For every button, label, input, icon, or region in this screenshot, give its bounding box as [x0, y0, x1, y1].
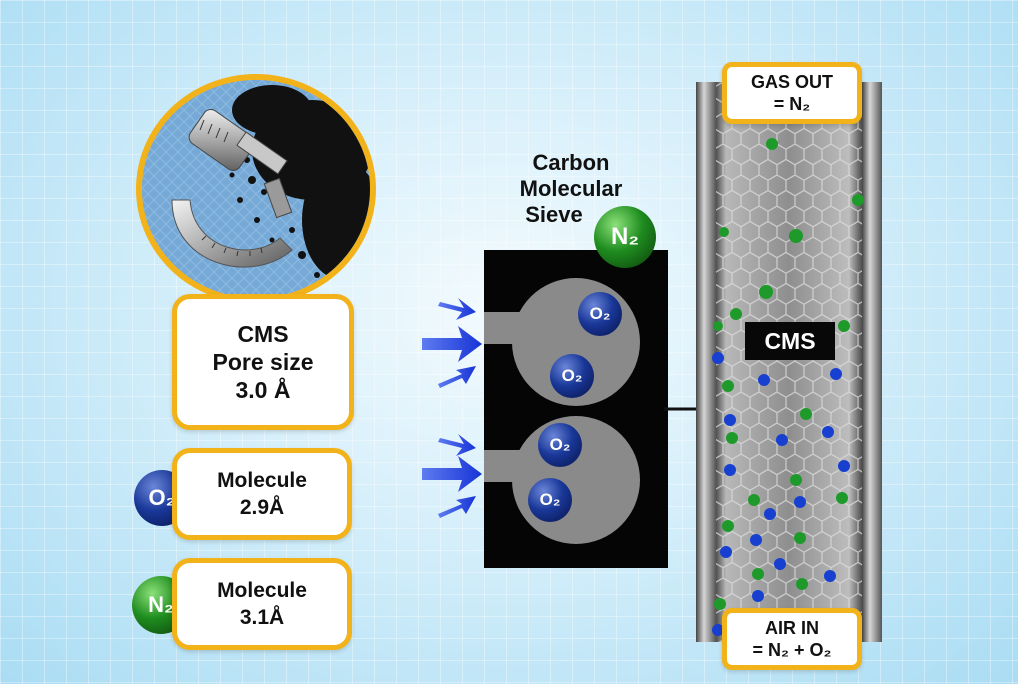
micrometer-lens-image — [136, 74, 376, 304]
sieve-o2-label-2: O₂ — [561, 366, 583, 385]
sieve-n2-molecule: N₂ — [594, 206, 656, 268]
n2-molecule-line1: Molecule — [217, 579, 307, 602]
sieve-pores-graphic — [484, 278, 640, 544]
micrometer-and-carbon-pellets-icon — [142, 80, 370, 298]
cms-column — [696, 82, 882, 642]
n2-legend-label: N₂ — [148, 592, 174, 617]
air-in-box: AIR IN = N₂ + O₂ — [722, 608, 862, 670]
sieve-title-line2: Molecular — [519, 176, 623, 201]
o2-molecule-box: Molecule 2.9Å — [172, 448, 352, 540]
sieve-o2-molecule-1: O₂ — [578, 292, 622, 336]
flow-arrow-icon — [438, 298, 476, 320]
o2-molecule-line2: 2.9Å — [239, 496, 285, 519]
o2-molecule-line1: Molecule — [217, 469, 307, 492]
air-in-line1: AIR IN — [765, 618, 819, 638]
sieve-title-line3: Sieve — [525, 202, 583, 227]
flow-arrows — [422, 298, 482, 518]
sieve-o2-molecule-2: O₂ — [550, 354, 594, 398]
pore-size-line1: CMS — [237, 321, 289, 347]
flow-arrow-icon — [422, 326, 482, 362]
flow-arrow-icon — [422, 456, 482, 492]
sieve-o2-label-3: O₂ — [549, 435, 571, 454]
gas-out-box: GAS OUT = N₂ — [722, 62, 862, 124]
cms-column-label: CMS — [745, 322, 835, 360]
flow-arrow-icon — [438, 434, 476, 456]
sieve-block — [484, 250, 668, 568]
gas-out-line2: = N₂ — [773, 94, 811, 114]
flow-arrow-icon — [438, 366, 476, 388]
flow-arrow-icon — [438, 496, 476, 518]
pore-size-box: CMS Pore size 3.0 Å — [172, 294, 354, 430]
sieve-o2-label-1: O₂ — [589, 304, 611, 323]
n2-molecule-line2: 3.1Å — [239, 606, 285, 629]
n2-molecule-box: Molecule 3.1Å — [172, 558, 352, 650]
sieve-title-line1: Carbon — [532, 150, 610, 175]
pore-size-line2: Pore size — [212, 349, 314, 375]
sieve-o2-label-4: O₂ — [539, 490, 561, 509]
sieve-o2-molecule-3: O₂ — [538, 423, 582, 467]
sieve-o2-molecule-4: O₂ — [528, 478, 572, 522]
sieve-n2-label: N₂ — [611, 223, 639, 250]
sieve-title: Carbon Molecular Sieve — [506, 150, 636, 228]
gas-out-line1: GAS OUT — [750, 72, 833, 92]
o2-legend-label: O₂ — [148, 485, 176, 510]
pore-size-line3: 3.0 Å — [235, 377, 291, 403]
air-in-line2: = N₂ + O₂ — [752, 640, 832, 660]
